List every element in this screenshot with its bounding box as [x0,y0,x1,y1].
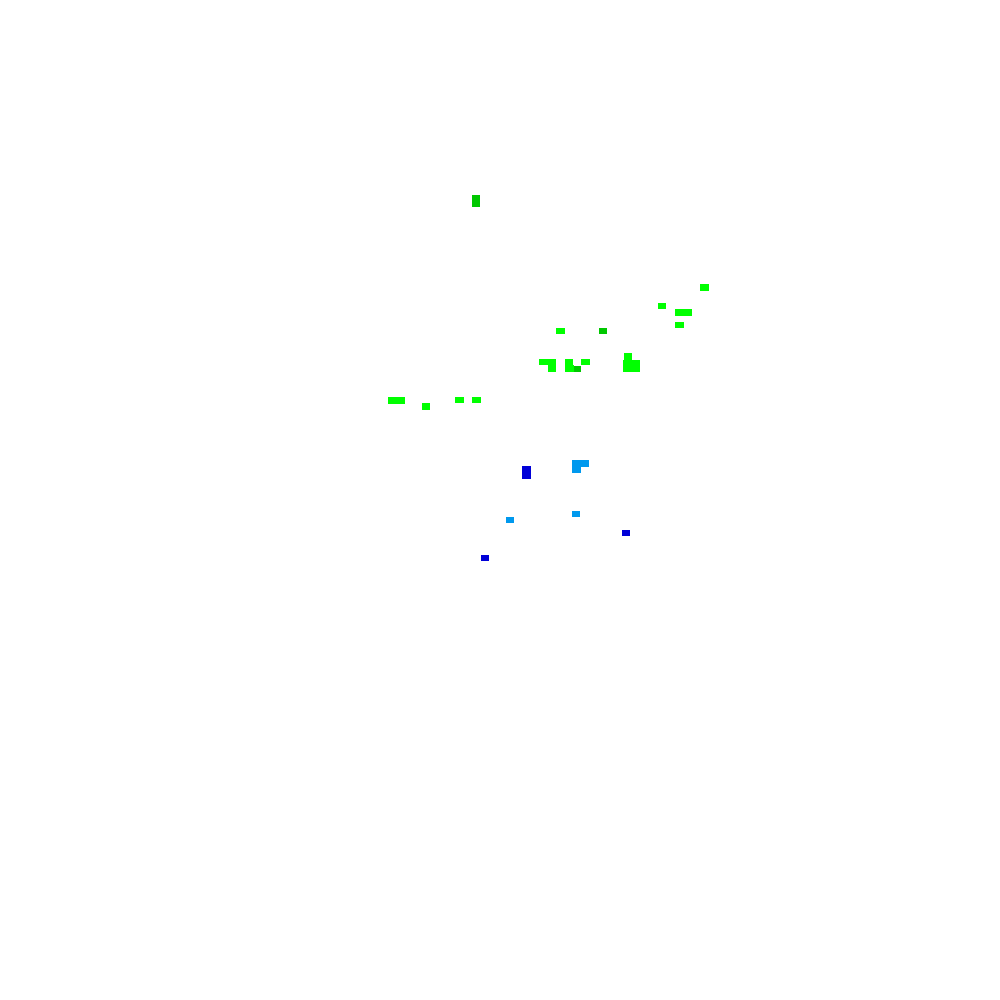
pixel-block-5 [675,322,684,328]
pixel-block-3 [658,303,666,309]
pixel-block-18 [455,397,464,403]
pixel-block-23 [572,511,580,517]
pixel-block-13 [574,366,581,372]
pixel-block-17 [422,403,430,410]
pixel-block-10 [548,365,556,372]
pixel-block-14 [581,359,590,365]
pixel-block-24 [506,517,514,523]
pixel-block-19 [472,397,481,403]
pixel-block-20 [572,460,589,467]
pixel-block-15 [623,360,640,372]
pixel-block-26 [481,555,489,561]
pixel-block-8 [624,353,632,360]
pixel-block-6 [556,328,565,334]
pixel-block-1 [472,195,480,207]
pixel-block-12 [565,365,574,372]
pixel-block-4 [675,309,692,316]
pixel-block-25 [622,530,630,536]
pixel-block-9 [539,359,556,365]
pixel-block-11 [565,359,573,365]
pixel-block-16 [388,397,405,404]
pixel-block-22 [522,466,531,479]
pixel-block-7 [599,328,607,334]
pixel-block-2 [700,284,709,291]
pixel-block-21 [572,467,581,473]
